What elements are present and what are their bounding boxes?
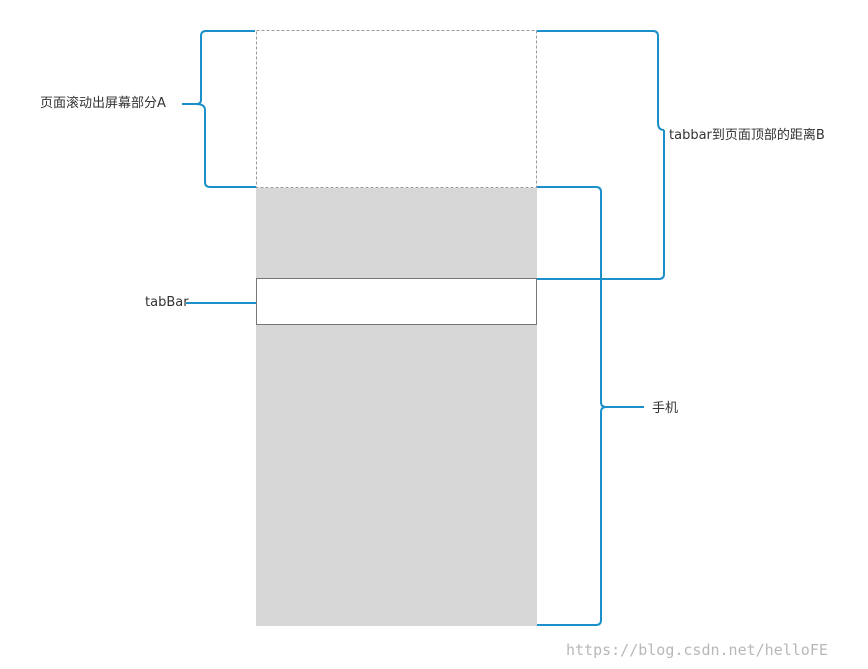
label-tabbar-distance: tabbar到页面顶部的距离B [669, 128, 825, 143]
label-scrolled-out: 页面滚动出屏幕部分A [40, 96, 166, 111]
watermark: https://blog.csdn.net/helloFE [566, 641, 828, 659]
bracket-phone [537, 186, 644, 626]
bracket-tabbar-distance [537, 30, 665, 280]
label-phone: 手机 [652, 401, 679, 416]
bracket-scrolled-out [182, 30, 256, 188]
tabbar-box [256, 278, 537, 325]
phone-screen [256, 188, 537, 626]
scrolled-out-region [256, 30, 537, 188]
label-tabbar: tabBar [145, 295, 189, 310]
